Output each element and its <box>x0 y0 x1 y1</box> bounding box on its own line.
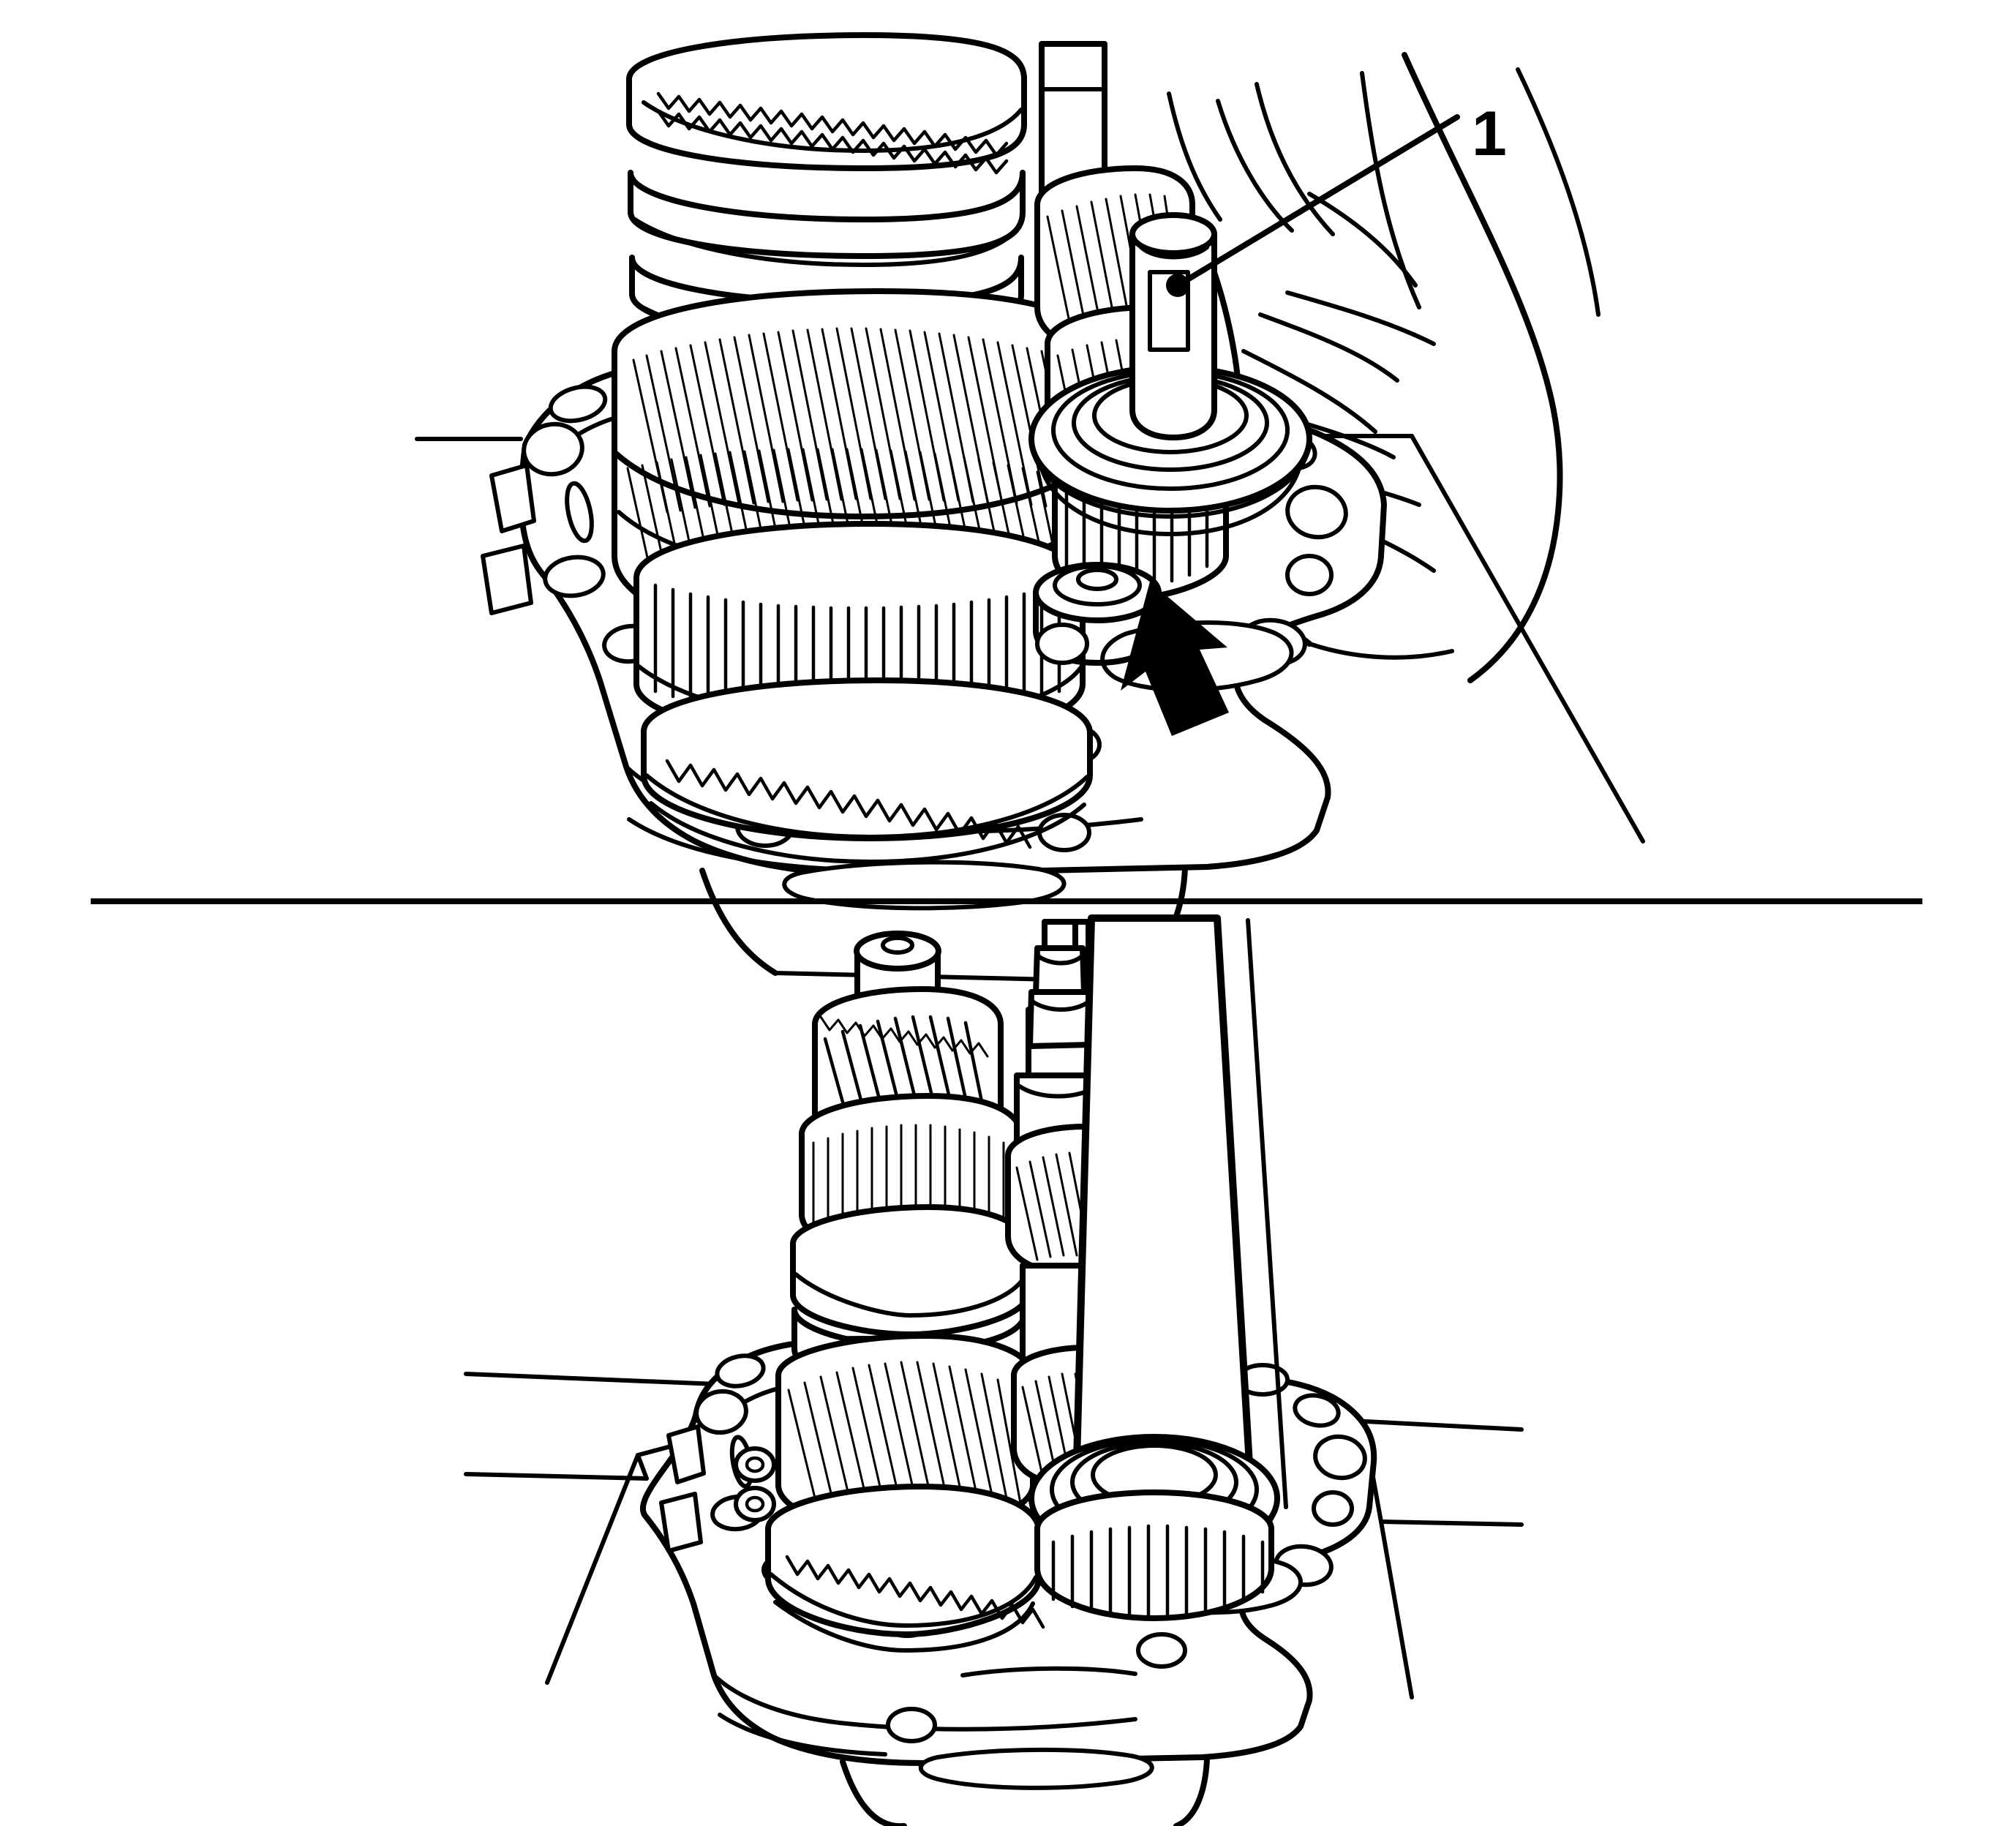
panel-bottom <box>464 914 1524 1826</box>
panel-top: 1 <box>415 32 1645 982</box>
bevel-gear-bottom <box>1034 1489 1274 1621</box>
gear-cluster-top <box>612 32 1107 864</box>
pin-item-1 <box>1129 212 1217 440</box>
output-shaft-stack <box>765 931 1045 1653</box>
callout-leader-line <box>1176 114 1460 288</box>
bearing-stack-bottom <box>1028 1434 1280 1621</box>
panel-divider <box>91 898 1922 904</box>
ring-gear-bottom <box>641 677 1093 864</box>
case-detail-rings-bottom <box>734 1446 776 1522</box>
ring-gear-bottom-panel <box>765 1484 1045 1653</box>
callout-1: 1 <box>1176 99 1507 288</box>
callout-label-1: 1 <box>1472 99 1507 169</box>
install-arrow <box>1121 582 1229 736</box>
